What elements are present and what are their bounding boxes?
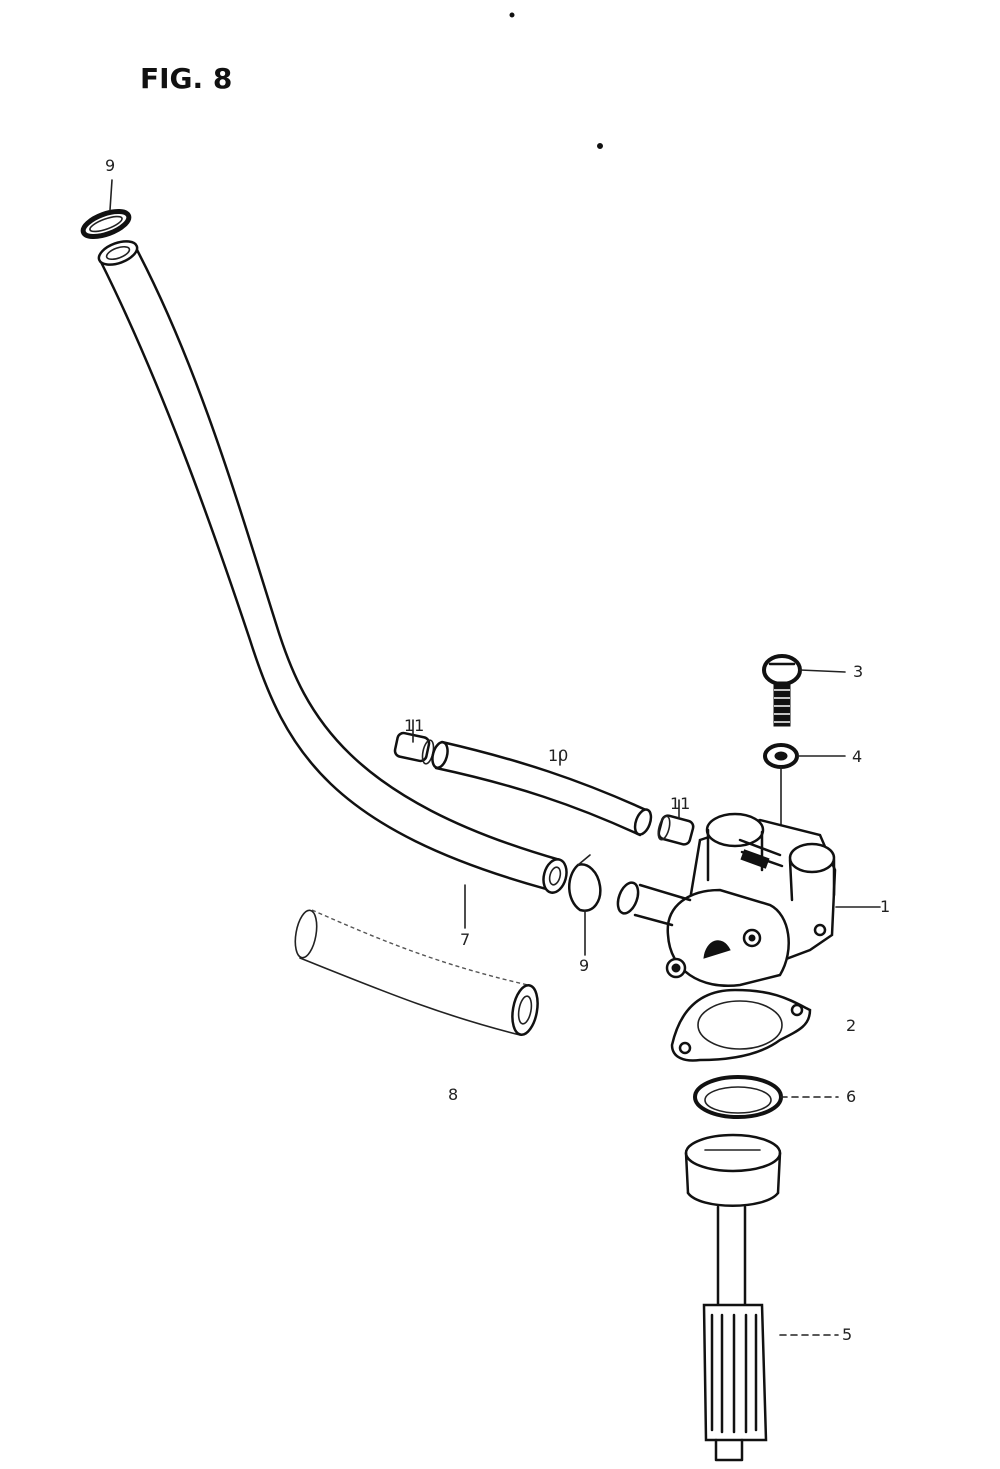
washer (763, 743, 799, 833)
oil-hose-long (97, 240, 568, 894)
callout-10: 10 (548, 746, 569, 765)
callout-4: 4 (852, 747, 863, 766)
callout-8: 8 (448, 1085, 459, 1104)
figure-title: FIG. 8 (140, 62, 233, 95)
speck-mark (597, 143, 603, 149)
drive-gear-shaft (684, 1133, 782, 1462)
callout-5: 5 (842, 1325, 853, 1344)
gasket (670, 988, 812, 1062)
callout-9-top: 9 (105, 156, 116, 175)
callout-6: 6 (846, 1087, 857, 1106)
speck-mark (509, 12, 515, 18)
hose-clip-middle (568, 854, 602, 912)
o-ring (693, 1075, 783, 1119)
sleeve-right (657, 814, 695, 846)
callout-1: 1 (880, 897, 891, 916)
callout-11-right: 11 (670, 794, 691, 813)
callout-2: 2 (846, 1016, 857, 1035)
callout-7: 7 (460, 930, 471, 949)
sleeve-left (393, 731, 435, 765)
leader-lines (109, 179, 881, 1336)
spare-hose (294, 909, 539, 1036)
oil-pump-body (616, 812, 837, 988)
short-hose (431, 740, 653, 837)
callout-9-middle: 9 (579, 956, 590, 975)
hose-clip-top (80, 209, 132, 239)
screw (762, 654, 802, 727)
callout-11-left: 11 (404, 716, 425, 735)
callout-3: 3 (853, 662, 864, 681)
